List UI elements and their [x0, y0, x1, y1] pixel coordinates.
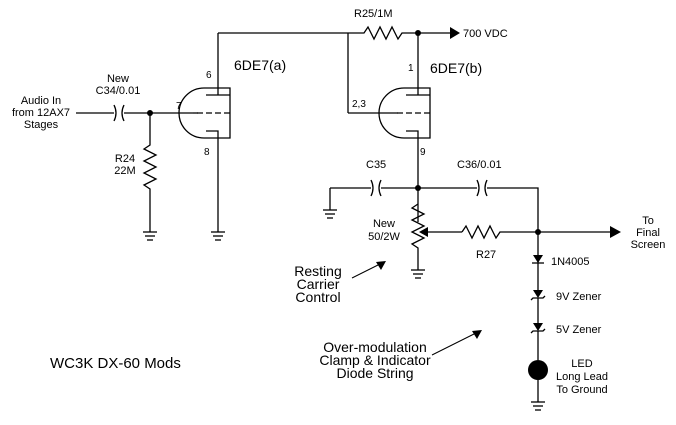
- resistor-r25: [348, 25, 450, 41]
- resting-note-line1: Resting: [294, 263, 341, 279]
- overmod-pointer: [431, 330, 482, 356]
- r25-label: R25/1M: [354, 8, 393, 20]
- ground-symbol-c35: [323, 209, 337, 219]
- ground-symbol-pot: [411, 269, 425, 279]
- output-label-line3: Screen: [631, 239, 666, 251]
- zener5-label: 5V Zener: [556, 324, 602, 336]
- ground-symbol-r24: [143, 231, 157, 241]
- input-label-line2: from 12AX7: [12, 107, 70, 119]
- pin-8-label: 8: [204, 147, 210, 158]
- diagram-title: WC3K DX-60 Mods: [50, 355, 181, 372]
- capacitor-c34: [113, 104, 125, 122]
- overmod-note-line2: Clamp & Indicator: [319, 352, 431, 368]
- resting-note-line2: Carrier: [297, 276, 340, 292]
- tube-6de7a: [178, 33, 231, 232]
- pin-23-label: 2,3: [352, 99, 366, 110]
- pin-7-label: 7: [176, 101, 182, 112]
- arrow-output-icon: [610, 226, 621, 238]
- plate-rail-wire: [218, 32, 398, 114]
- resting-note-line3: Control: [295, 289, 340, 305]
- diode-1n4005: [532, 255, 544, 264]
- led-indicator: [528, 360, 548, 380]
- diode-label: 1N4005: [551, 256, 590, 268]
- resting-carrier-pointer: [351, 261, 386, 279]
- overmod-note-line1: Over-modulation: [323, 339, 427, 355]
- tube-a-label: 6DE7(a): [234, 57, 286, 73]
- pot-label-line1: New: [373, 218, 395, 230]
- pin-9-label: 9: [420, 147, 426, 158]
- ground-symbol-tube-a: [211, 231, 225, 241]
- output-label-line2: Final: [636, 227, 660, 239]
- r24-label-line2: 22M: [114, 165, 135, 177]
- c34-label-line2: C34/0.01: [96, 85, 141, 97]
- arrow-700vdc-icon: [450, 27, 460, 39]
- zener9-label: 9V Zener: [556, 291, 602, 303]
- pin-6-label: 6: [206, 70, 212, 81]
- led-label-line3: To Ground: [556, 384, 607, 396]
- output-label-line1: To: [642, 215, 654, 227]
- tube-b-label: 6DE7(b): [430, 60, 482, 76]
- ground-symbol-led: [531, 401, 545, 411]
- output-wire: [538, 226, 621, 238]
- c34-label-line1: New: [107, 73, 129, 85]
- tube-6de7b: [378, 33, 431, 222]
- led-label-line2: Long Lead: [556, 371, 608, 383]
- r27-label: R27: [476, 249, 496, 261]
- wiper-arrow-icon: [419, 227, 428, 237]
- overmod-note-line3: Diode String: [336, 365, 413, 381]
- led-label-line1: LED: [571, 358, 592, 370]
- capacitor-c36: [418, 179, 539, 290]
- potentiometer-50ohm: [410, 203, 462, 270]
- input-label-line1: Audio In: [21, 95, 61, 107]
- c35-label: C35: [366, 159, 386, 171]
- pot-label-line2: 50/2W: [368, 231, 400, 243]
- resistor-r27: [461, 224, 538, 240]
- supply-label: 700 VDC: [463, 28, 508, 40]
- r24-label-line1: R24: [115, 153, 135, 165]
- pin-1-label: 1: [408, 63, 414, 74]
- input-label-line3: Stages: [24, 119, 59, 131]
- c36-label: C36/0.01: [457, 159, 502, 171]
- resistor-r24: [142, 113, 158, 232]
- capacitor-c35: [329, 179, 418, 210]
